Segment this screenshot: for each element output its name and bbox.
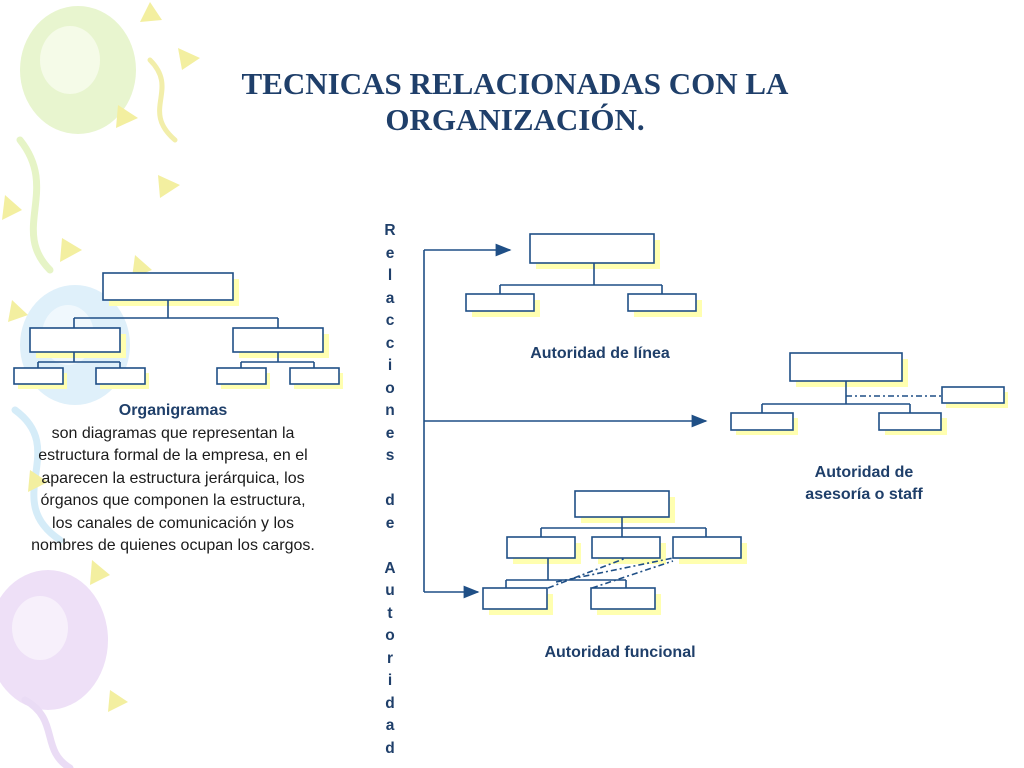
vertical-letter: e <box>385 424 395 442</box>
org-box <box>878 412 942 431</box>
page-title: TECNICAS RELACIONADAS CON LA ORGANIZACIÓ… <box>180 66 850 138</box>
label-autoridad-funcional: Autoridad funcional <box>544 644 696 661</box>
vertical-letter: e <box>385 244 395 262</box>
vertical-letter: a <box>385 717 395 734</box>
vertical-letter: d <box>385 492 395 509</box>
title-line-2: ORGANIZACIÓN. <box>385 102 645 137</box>
vertical-letter: l <box>387 267 393 284</box>
org-box <box>95 367 146 385</box>
funcional-dashed-line <box>591 560 674 589</box>
organigramas-description: Organigramas son diagramas que represent… <box>30 400 316 558</box>
vertical-letter: R <box>384 222 396 239</box>
funcional-chart <box>482 490 747 615</box>
vertical-letter: c <box>385 312 395 329</box>
vertical-letter: t <box>387 604 393 622</box>
funcional-dashed-line <box>555 557 674 583</box>
org-box <box>672 536 742 559</box>
org-box <box>506 536 576 559</box>
org-box <box>13 367 64 385</box>
org-box <box>730 412 794 431</box>
org-box <box>29 327 121 353</box>
org-box <box>216 367 267 385</box>
vertical-letter: d <box>385 739 395 757</box>
org-box <box>574 490 670 518</box>
title-line-1: TECNICAS RELACIONADAS CON LA <box>241 66 789 101</box>
vertical-letter: c <box>385 334 395 352</box>
label-autoridad-de-staff: Autoridad de asesoría o staff <box>770 462 958 506</box>
label-staff-line-2: asesoría o staff <box>805 486 923 503</box>
org-box <box>102 272 234 301</box>
label-autoridad-de-linea: Autoridad de línea <box>530 345 670 362</box>
organigrama-chart <box>13 272 343 389</box>
organigramas-heading: Organigramas <box>118 402 228 419</box>
vertical-letter <box>378 468 402 491</box>
vertical-letter: i <box>387 357 393 374</box>
org-box <box>289 367 340 385</box>
vertical-letter: a <box>385 289 395 307</box>
vertical-letter: e <box>385 514 395 532</box>
org-box <box>627 293 697 312</box>
org-box <box>591 536 661 559</box>
star-decoration <box>2 2 200 712</box>
vertical-letter: r <box>386 649 394 667</box>
org-box <box>941 386 1005 404</box>
vertical-letter: u <box>385 582 395 599</box>
vertical-letter: o <box>385 627 395 644</box>
org-box <box>465 293 535 312</box>
org-box <box>529 233 655 264</box>
vertical-letter: i <box>387 672 393 689</box>
linea-chart <box>465 233 702 317</box>
staff-chart <box>730 352 1008 435</box>
vertical-letter: A <box>384 559 396 577</box>
org-box <box>789 352 903 382</box>
vertical-letter <box>378 535 402 558</box>
vertical-letter: o <box>385 379 395 397</box>
org-box <box>482 587 548 610</box>
organigramas-body: son diagramas que representan la estruct… <box>31 424 315 555</box>
vertical-letter: d <box>385 694 395 712</box>
vertical-letter: n <box>385 402 395 419</box>
org-box <box>590 587 656 610</box>
relations-bracket <box>423 243 708 599</box>
org-box <box>232 327 324 353</box>
label-staff-line-1: Autoridad de <box>814 464 914 481</box>
vertical-letter: s <box>385 447 395 464</box>
